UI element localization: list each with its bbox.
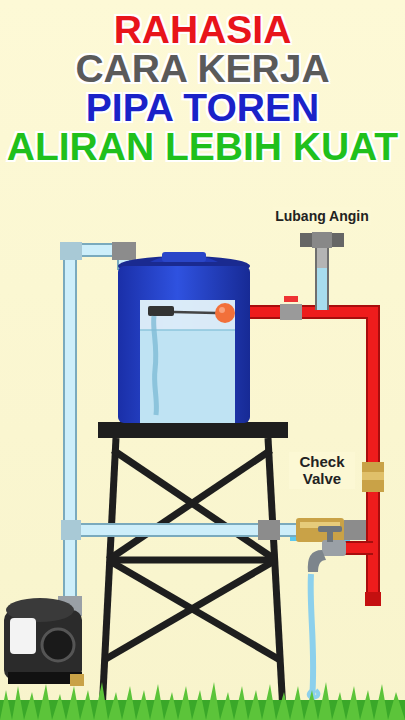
valve-label: Check Valve bbox=[289, 452, 355, 489]
tower-platform bbox=[98, 422, 288, 438]
vent-label: Lubang Angin bbox=[273, 207, 371, 225]
check-valve bbox=[296, 518, 366, 542]
title-line: PIPA TOREN bbox=[0, 88, 405, 127]
water-tank bbox=[118, 252, 250, 423]
title-line: ALIRAN LEBIH KUAT bbox=[0, 127, 405, 166]
title-line: RAHASIA bbox=[0, 10, 405, 49]
inlet-pipe bbox=[60, 242, 350, 600]
water-pump bbox=[4, 596, 84, 686]
tower-stand bbox=[102, 438, 283, 712]
title-line: CARA KERJA bbox=[0, 49, 405, 88]
title: RAHASIA CARA KERJA PIPA TOREN ALIRAN LEB… bbox=[0, 10, 405, 166]
grass bbox=[0, 682, 405, 720]
outlet-pipe bbox=[250, 296, 384, 606]
vent-pipe bbox=[300, 232, 344, 310]
faucet bbox=[308, 526, 346, 700]
